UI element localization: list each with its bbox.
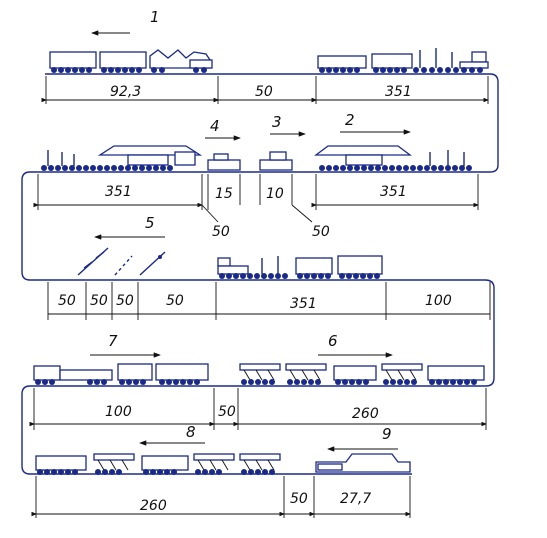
- arrow-5: 5: [94, 214, 165, 240]
- dim-100-r3: 100: [425, 293, 452, 309]
- track-machines-row3: [77, 247, 166, 276]
- label-4: 4: [210, 117, 220, 135]
- label-3: 3: [272, 113, 282, 131]
- station-right: [314, 145, 472, 171]
- dim-50-r4: 50: [218, 404, 236, 420]
- label-8: 8: [186, 423, 196, 441]
- train-2-row1: [317, 48, 489, 73]
- train-3: [217, 255, 383, 279]
- train-7: [33, 363, 209, 385]
- dims-row3: 50 50 50 50 351 100: [47, 282, 491, 320]
- dim-27-7: 27,7: [340, 491, 371, 507]
- dim-351-r3: 351: [290, 296, 317, 312]
- dim-50-r1: 50: [255, 84, 273, 100]
- dim-50-r2-a: 50: [212, 224, 230, 240]
- dim-50-r3-c: 50: [116, 293, 134, 309]
- train-8: [35, 453, 281, 475]
- track-path: [21, 73, 499, 475]
- label-1: 1: [150, 8, 160, 26]
- dim-50-r3-b: 50: [90, 293, 108, 309]
- dim-260-r5: 260: [140, 498, 167, 514]
- dims-row1: 92,3 50 351: [41, 76, 489, 104]
- dim-260-r4: 260: [352, 406, 379, 422]
- dim-10: 10: [266, 186, 284, 202]
- arrow-1: 1: [91, 8, 160, 36]
- dims-row5: 260 50 27,7: [31, 476, 411, 518]
- station-left: [41, 145, 203, 171]
- dim-351-r1: 351: [385, 84, 412, 100]
- machines-mid: [207, 151, 293, 171]
- dim-100-r4: 100: [105, 404, 132, 420]
- dim-351-r2-left: 351: [105, 184, 132, 200]
- arrows-row5: 8 9: [139, 423, 398, 452]
- dim-92-3: 92,3: [110, 84, 141, 100]
- label-2: 2: [345, 111, 355, 129]
- train-6: [239, 363, 485, 385]
- label-7: 7: [108, 332, 118, 350]
- dims-row4: 100 50 260: [29, 388, 487, 430]
- label-9: 9: [382, 425, 392, 443]
- label-5: 5: [145, 214, 155, 232]
- dim-50-r3-a: 50: [58, 293, 76, 309]
- dim-50-r5: 50: [290, 491, 308, 507]
- dim-50-r3-d: 50: [166, 293, 184, 309]
- dim-50-r2-b: 50: [312, 224, 330, 240]
- vehicle-9: [315, 453, 411, 473]
- train-1: [49, 49, 213, 73]
- label-6: 6: [328, 332, 338, 350]
- dim-15: 15: [215, 186, 233, 202]
- dims-row2: 351 15 10 351 50 50: [33, 174, 479, 240]
- dim-351-r2-right: 351: [380, 184, 407, 200]
- arrows-row2: 4 3 2: [205, 111, 411, 141]
- arrows-row4: 7 6: [90, 332, 393, 358]
